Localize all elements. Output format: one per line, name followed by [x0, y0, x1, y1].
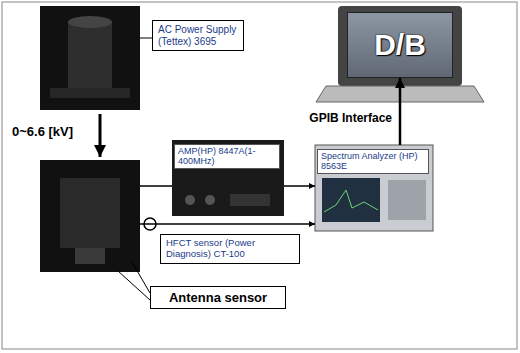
analyzer-keys — [388, 180, 426, 220]
node-text: AC Power Supply (Tettex) 3695 — [158, 24, 238, 47]
laptop-bezel — [338, 6, 462, 86]
analyzer-photo — [315, 145, 433, 231]
node-text: Antenna sensor — [157, 290, 279, 305]
test-object-photo — [40, 160, 140, 272]
signal-wire — [140, 185, 172, 187]
laptop-screen: D/B — [347, 12, 453, 78]
analyzer-box: Spectrum Analyzer (HP) 8563E — [315, 145, 433, 231]
label-box: AC Power Supply (Tettex) 3695 — [152, 20, 244, 51]
amplifier-photo — [172, 140, 284, 216]
leader-line — [132, 262, 150, 293]
leader-line — [118, 271, 150, 300]
analyzer-trace — [324, 190, 378, 212]
transformer-top — [68, 16, 112, 28]
interface-label: GPIB Interface — [307, 111, 394, 125]
amplifier-knob — [205, 195, 215, 205]
voltage-label: 0~6.6 [kV] — [12, 124, 73, 139]
node-text: Spectrum Analyzer (HP) 8563E — [317, 149, 429, 174]
leader-line — [140, 38, 152, 39]
sensor-box: HFCT sensor (Power Diagnosis) CT-100 — [160, 234, 300, 264]
signal-arrow — [284, 185, 315, 187]
sensor-box: Antenna sensor — [150, 286, 286, 309]
frame — [2, 2, 517, 349]
hfct-wire — [140, 223, 315, 225]
test-object-base — [75, 248, 105, 264]
analyzer-screen — [322, 178, 380, 222]
hfct-ring — [144, 218, 156, 230]
node-text: HFCT sensor (Power Diagnosis) CT-100 — [166, 238, 294, 260]
node-text: AMP(HP) 8447A(1-400MHz) — [174, 144, 280, 169]
transformer-base — [50, 88, 130, 98]
transformer-body — [68, 22, 112, 98]
amplifier-panel — [230, 194, 270, 206]
signal-arrow — [399, 78, 402, 145]
amplifier-box: AMP(HP) 8447A(1-400MHz) — [172, 140, 284, 216]
test-object-body — [60, 178, 120, 248]
amplifier-knob — [185, 195, 195, 205]
node-text: D/B — [374, 28, 426, 62]
voltage-arrow — [99, 114, 102, 157]
power-supply-photo — [40, 6, 140, 110]
